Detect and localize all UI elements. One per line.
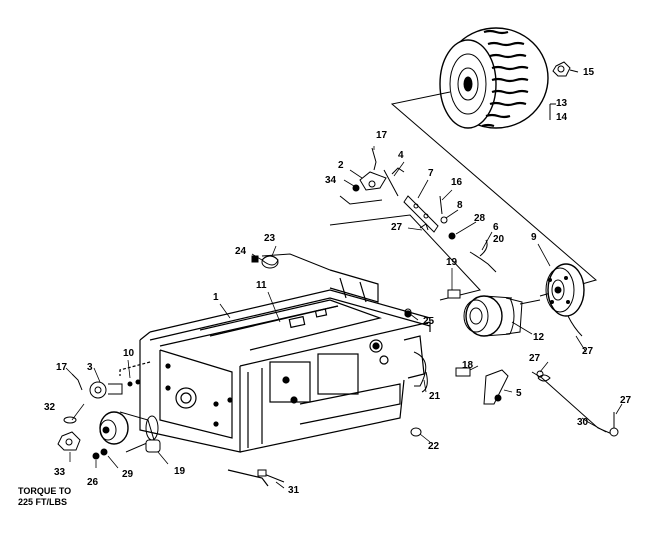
callout-27-right: 27 xyxy=(620,395,632,406)
callout-21: 21 xyxy=(429,391,441,402)
callout-19-bottom: 19 xyxy=(174,466,186,477)
torque-note-line2: 225 FT/LBS xyxy=(18,497,68,507)
lug-nut-15 xyxy=(552,61,579,77)
leader-lines xyxy=(65,146,623,489)
brake-drum-9 xyxy=(545,263,585,337)
callout-27-brake: 27 xyxy=(391,222,403,233)
callout-24: 24 xyxy=(235,246,247,257)
wheel-motor-12 xyxy=(463,295,541,337)
callout-29: 29 xyxy=(122,469,134,480)
callout-3: 3 xyxy=(87,362,93,373)
left-side-parts xyxy=(57,373,285,483)
tire-wheel-assembly xyxy=(439,27,549,129)
callout-34: 34 xyxy=(325,175,337,186)
callout-17-left: 17 xyxy=(56,362,68,373)
callout-8: 8 xyxy=(457,200,463,211)
callout-5: 5 xyxy=(516,388,522,399)
brake-assembly xyxy=(339,147,497,273)
callout-2: 2 xyxy=(338,160,344,171)
callout-4: 4 xyxy=(398,150,404,161)
callout-10: 10 xyxy=(123,348,135,359)
callout-15: 15 xyxy=(583,67,595,78)
callout-16: 16 xyxy=(451,177,463,188)
callout-19-top: 19 xyxy=(446,257,458,268)
callout-13: 13 xyxy=(556,98,568,109)
callout-27-hub: 27 xyxy=(582,346,594,357)
callout-25: 25 xyxy=(423,316,435,327)
callout-32: 32 xyxy=(44,402,56,413)
callout-9: 9 xyxy=(531,232,537,243)
callout-23: 23 xyxy=(264,233,276,244)
linkage-assembly xyxy=(455,367,619,437)
callout-30: 30 xyxy=(577,417,589,428)
callout-14: 14 xyxy=(556,112,568,123)
callout-26: 26 xyxy=(87,477,99,488)
callout-28: 28 xyxy=(474,213,486,224)
main-frame-1 xyxy=(119,269,431,487)
callout-22: 22 xyxy=(428,441,440,452)
torque-note-line1: TORQUE TO xyxy=(18,486,72,496)
callout-7: 7 xyxy=(428,168,434,179)
callout-6: 6 xyxy=(493,222,499,233)
callout-27-link: 27 xyxy=(529,353,541,364)
callout-17-top: 17 xyxy=(376,130,388,141)
callout-20: 20 xyxy=(493,234,505,245)
callout-31: 31 xyxy=(288,485,300,496)
misc-parts xyxy=(251,253,461,437)
callout-12: 12 xyxy=(533,332,545,343)
callout-18: 18 xyxy=(462,360,474,371)
callout-1: 1 xyxy=(213,292,219,303)
callout-33: 33 xyxy=(54,467,66,478)
torque-note: TORQUE TO 225 FT/LBS xyxy=(18,486,71,508)
callout-11: 11 xyxy=(256,280,267,291)
